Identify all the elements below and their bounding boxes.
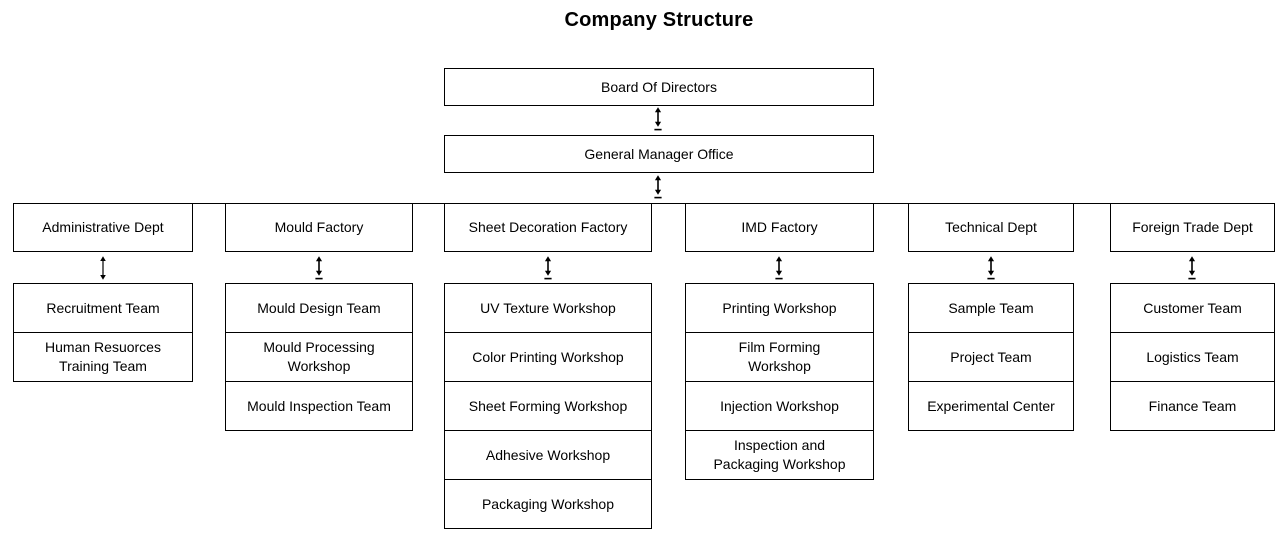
node-team-adhesive: Adhesive Workshop	[444, 430, 652, 480]
node-dept-technical: Technical Dept	[908, 203, 1074, 252]
node-team-project: Project Team	[908, 332, 1074, 382]
page-title: Company Structure	[564, 9, 754, 31]
node-team-sample: Sample Team	[908, 283, 1074, 333]
team-stack-administrative: Recruitment Team Human Resuorces Trainin…	[13, 283, 193, 382]
up-down-arrow-with-base-icon	[1186, 256, 1198, 280]
node-team-packaging: Packaging Workshop	[444, 479, 652, 529]
node-dept-administrative: Administrative Dept	[13, 203, 193, 252]
node-dept-mould-factory: Mould Factory	[225, 203, 413, 252]
node-team-printing: Printing Workshop	[685, 283, 874, 333]
node-team-recruitment: Recruitment Team	[13, 283, 193, 333]
node-team-logistics: Logistics Team	[1110, 332, 1275, 382]
team-stack-technical: Sample Team Project Team Experimental Ce…	[908, 283, 1074, 431]
node-team-mould-inspection: Mould Inspection Team	[225, 381, 413, 431]
team-stack-sheet-decoration: UV Texture Workshop Color Printing Works…	[444, 283, 652, 529]
up-down-arrow-with-base-icon	[542, 256, 554, 280]
node-general-manager-office: General Manager Office	[444, 135, 874, 173]
team-stack-imd: Printing Workshop Film Forming Workshop …	[685, 283, 874, 480]
team-stack-foreign-trade: Customer Team Logistics Team Finance Tea…	[1110, 283, 1275, 431]
node-team-uv-texture: UV Texture Workshop	[444, 283, 652, 333]
node-team-mould-design: Mould Design Team	[225, 283, 413, 333]
node-team-color-printing: Color Printing Workshop	[444, 332, 652, 382]
node-team-customer: Customer Team	[1110, 283, 1275, 333]
up-down-arrow-with-base-icon	[652, 175, 664, 199]
node-team-film-forming: Film Forming Workshop	[685, 332, 874, 382]
up-down-arrow-with-base-icon	[985, 256, 997, 280]
up-down-arrow-with-base-icon	[773, 256, 785, 280]
up-down-arrow-with-base-icon	[652, 107, 664, 131]
node-dept-foreign-trade: Foreign Trade Dept	[1110, 203, 1275, 252]
up-down-arrow-icon	[97, 256, 109, 280]
node-dept-imd-factory: IMD Factory	[685, 203, 874, 252]
node-team-mould-processing: Mould Processing Workshop	[225, 332, 413, 382]
node-board-of-directors: Board Of Directors	[444, 68, 874, 106]
node-team-injection: Injection Workshop	[685, 381, 874, 431]
node-team-hr-training: Human Resuorces Training Team	[13, 332, 193, 382]
node-team-sheet-forming: Sheet Forming Workshop	[444, 381, 652, 431]
node-team-inspection-packaging: Inspection and Packaging Workshop	[685, 430, 874, 480]
node-team-finance: Finance Team	[1110, 381, 1275, 431]
team-stack-mould: Mould Design Team Mould Processing Works…	[225, 283, 413, 431]
up-down-arrow-with-base-icon	[313, 256, 325, 280]
node-dept-sheet-decoration: Sheet Decoration Factory	[444, 203, 652, 252]
node-team-experimental-center: Experimental Center	[908, 381, 1074, 431]
